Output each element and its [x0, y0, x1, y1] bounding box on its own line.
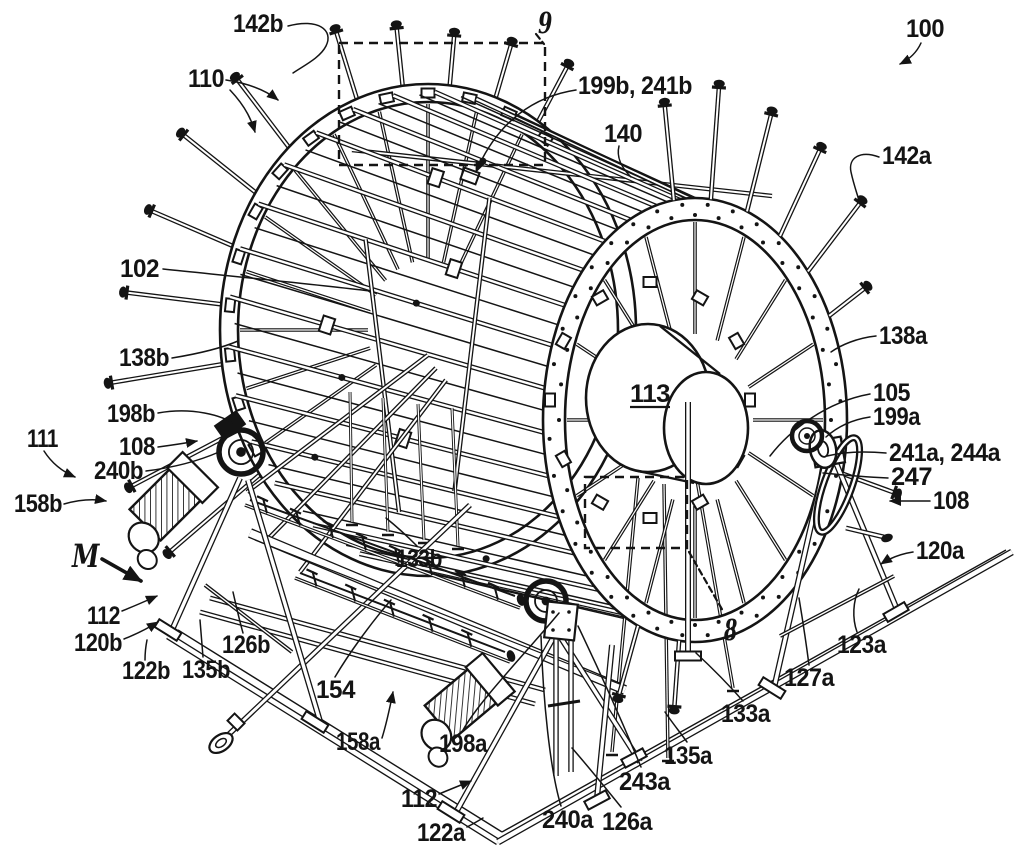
ref-label-122a: 122a: [417, 819, 466, 847]
ref-label-142b: 142b: [233, 10, 283, 38]
leader-line: [438, 780, 472, 795]
ref-label-154: 154: [316, 676, 356, 704]
leader-lines: [43, 22, 931, 828]
leader-line: [853, 588, 860, 633]
ref-label-240a: 240a: [542, 806, 595, 834]
leader-line: [462, 612, 560, 731]
ref-label-241a-244a: 241a, 244a: [889, 439, 1001, 467]
ref-label-198b: 198b: [107, 400, 155, 428]
ref-label-140: 140: [604, 120, 642, 148]
ref-label-120a: 120a: [916, 537, 965, 565]
leader-line: [798, 597, 810, 666]
ref-label-126a: 126a: [602, 808, 653, 836]
ref-label-199b-241b: 199b, 241b: [578, 72, 692, 100]
ref-label-158b: 158b: [14, 490, 62, 518]
front-spoke-rods: [611, 79, 902, 715]
ref-label-102: 102: [120, 255, 159, 283]
leader-line: [687, 550, 725, 613]
ref-label-133a: 133a: [721, 700, 771, 728]
ref-label-110: 110: [188, 65, 224, 93]
leader-line: [577, 625, 642, 768]
leader-line: [466, 817, 484, 828]
right-stand-assembly: [582, 402, 911, 811]
leader-line: [664, 711, 688, 743]
ref-label-122b: 122b: [122, 657, 170, 685]
front-ring-138a: [541, 196, 849, 644]
leader-line: [145, 451, 220, 472]
ref-label-158a: 158a: [336, 728, 381, 756]
motor-158a: [420, 651, 517, 768]
ref-label-138a: 138a: [879, 322, 928, 350]
ref-label-112-lower: 112: [401, 785, 437, 813]
leader-line: [540, 635, 562, 807]
leader-line: [229, 89, 257, 133]
motion-direction-arrow: [100, 557, 143, 583]
ref-label-142a: 142a: [882, 142, 932, 170]
ref-label-133b: 133b: [396, 545, 442, 573]
leader-line: [385, 517, 418, 547]
leader-line: [880, 551, 914, 565]
ref-label-247: 247: [891, 463, 932, 491]
leader-line: [63, 494, 107, 505]
leader-line: [849, 153, 880, 205]
leader-line: [825, 416, 871, 438]
leader-line: [334, 599, 392, 678]
leader-line: [171, 340, 239, 359]
ref-label-108-right: 108: [933, 487, 970, 515]
reference-labels-layer: 142b 9 100 110 199b, 241b 140 142a 102 138b 138a 1…: [14, 6, 1002, 847]
leader-line: [157, 410, 237, 426]
ref-label-198a: 198a: [439, 730, 488, 758]
ref-label-120b: 120b: [74, 629, 122, 657]
ref-label-138b: 138b: [119, 344, 169, 372]
leader-line: [830, 335, 877, 353]
ref-label-113: 113: [630, 380, 670, 408]
leader-line: [123, 621, 159, 640]
leader-line: [822, 472, 889, 479]
ref-label-135a: 135a: [664, 742, 713, 770]
ref-label-8: 8: [723, 613, 737, 647]
leader-line: [769, 393, 871, 457]
leader-line: [121, 595, 158, 612]
ref-label-199a: 199a: [873, 403, 921, 431]
leader-line: [287, 22, 329, 74]
ref-label-108-left: 108: [119, 433, 156, 461]
ref-label-100: 100: [906, 15, 944, 43]
under-frame-and-rod-racks: [199, 353, 739, 763]
leader-line: [571, 747, 622, 808]
leader-line: [475, 89, 577, 173]
ref-label-243a: 243a: [619, 768, 672, 796]
leader-line: [617, 145, 632, 178]
leader-line: [157, 438, 198, 448]
ref-label-M: M: [71, 537, 100, 575]
top-rail-140: [351, 147, 773, 199]
ref-label-240b: 240b: [94, 457, 143, 485]
ref-label-123a: 123a: [837, 631, 887, 659]
detail-view-boxes: [337, 41, 689, 550]
middle-stand-assembly: [420, 578, 649, 825]
ref-label-126b: 126b: [222, 631, 270, 659]
leader-line: [899, 42, 922, 65]
leader-line: [695, 652, 744, 702]
detail-box-8: [583, 475, 689, 550]
ref-label-112-upper: 112: [87, 602, 120, 630]
leader-line: [381, 691, 396, 739]
center-hub-113: [544, 276, 756, 524]
leader-line: [225, 79, 279, 101]
ref-label-105: 105: [873, 379, 911, 407]
leader-line: [199, 619, 204, 658]
leader-line: [826, 451, 887, 457]
leader-line: [232, 591, 244, 634]
ref-label-111: 111: [27, 425, 58, 453]
leader-line: [534, 32, 546, 46]
ref-label-127a: 127a: [784, 664, 835, 692]
leader-line: [43, 450, 76, 478]
ref-label-135b: 135b: [182, 656, 230, 684]
ref-label-9: 9: [538, 6, 552, 40]
leader-line: [144, 639, 148, 661]
leader-line: [162, 268, 371, 292]
